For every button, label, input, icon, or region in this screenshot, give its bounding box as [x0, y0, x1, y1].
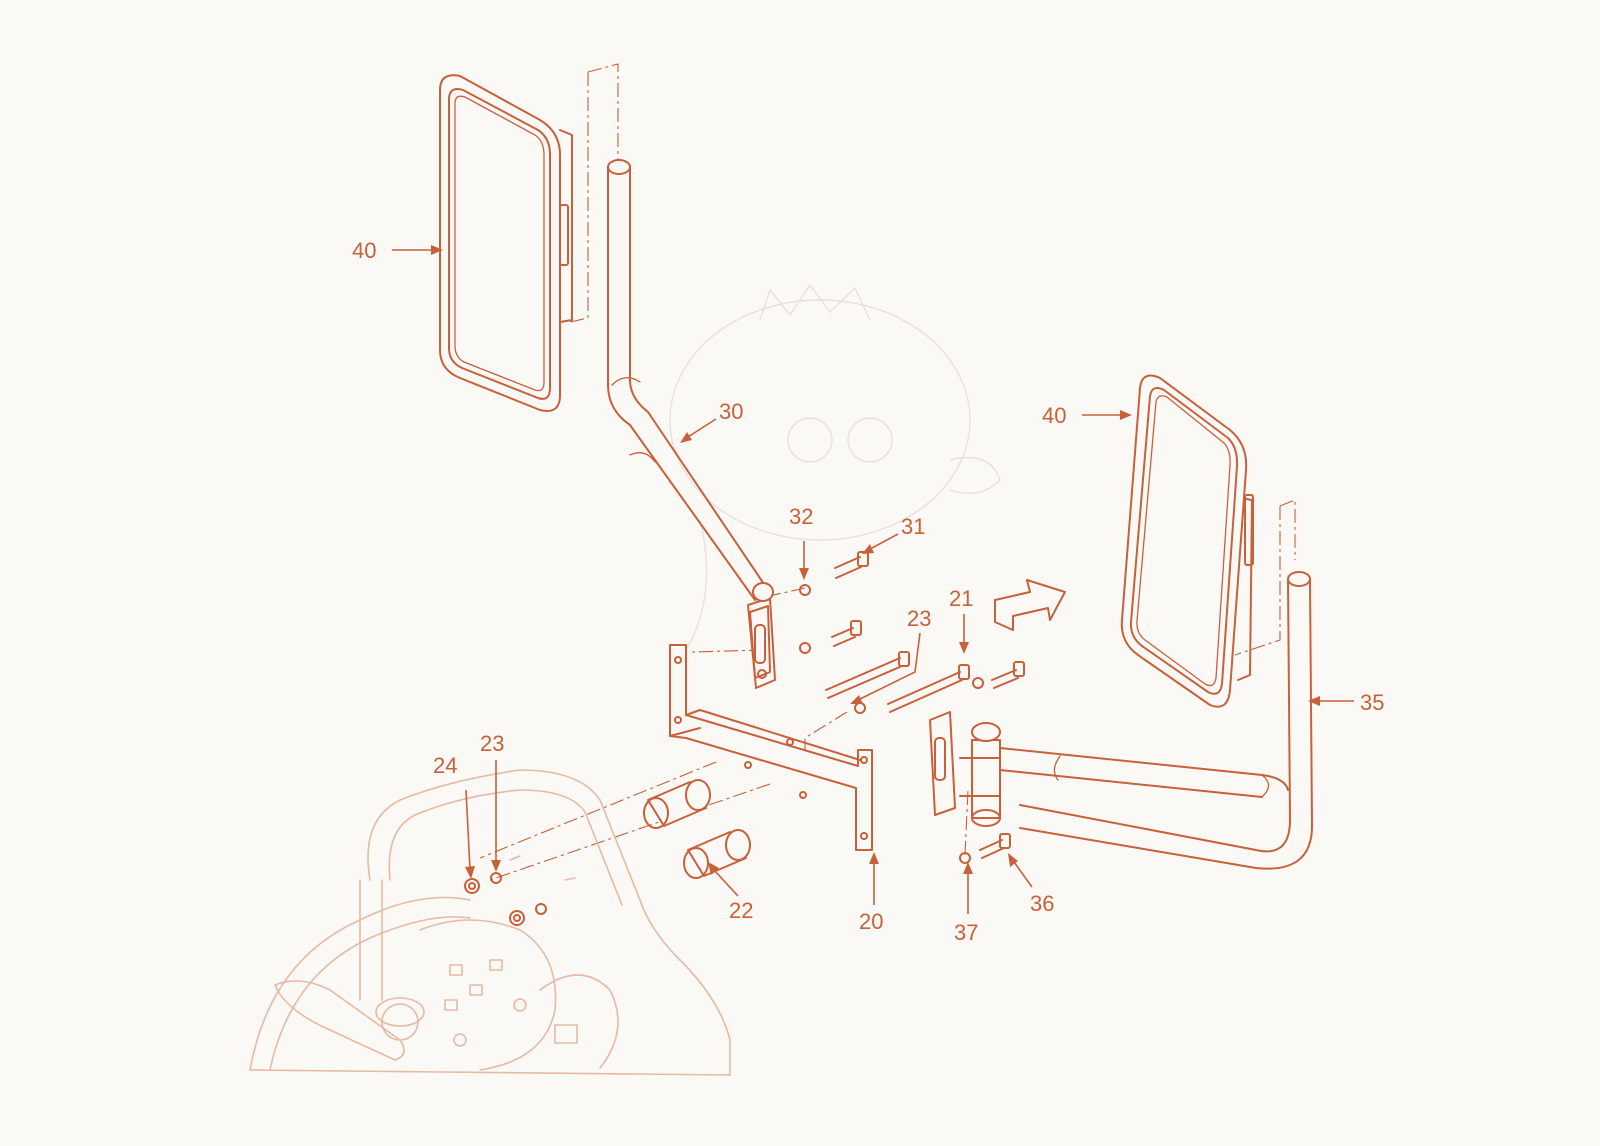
bolt-and-washer-set-left [799, 551, 869, 654]
bolt-and-washer-set-right [959, 833, 1011, 864]
spacers [643, 779, 751, 879]
callout-23-upper: 23 [907, 606, 931, 631]
callout-36: 36 [1030, 891, 1054, 916]
background-watermark [669, 283, 1001, 661]
leader-lines [392, 245, 1354, 914]
nuts-and-washers [464, 872, 547, 926]
callout-24: 24 [433, 753, 457, 778]
callout-32: 32 [789, 504, 813, 529]
right-hinge [929, 711, 1001, 827]
mount-plate [669, 644, 873, 851]
long-bolts [825, 651, 1025, 714]
callout-22: 22 [729, 898, 753, 923]
callout-20: 20 [859, 909, 883, 934]
left-mirror [439, 74, 573, 412]
callout-23-lower: 23 [480, 731, 504, 756]
callout-30: 30 [719, 399, 743, 424]
left-clamp [747, 582, 776, 689]
forward-arrow-icon [994, 579, 1066, 631]
right-mirror-arm [999, 571, 1313, 870]
callout-31: 31 [901, 514, 925, 539]
callout-37: 37 [954, 920, 978, 945]
callout-40-left: 40 [352, 238, 376, 263]
assembly-centerlines [479, 63, 1296, 881]
steering-console [249, 769, 731, 1076]
callout-40-right: 40 [1042, 403, 1066, 428]
callout-35: 35 [1360, 690, 1384, 715]
left-mirror-arm [607, 159, 769, 601]
callout-labels: 40 30 32 31 40 21 23 35 24 23 22 20 37 3… [352, 238, 1384, 945]
callout-21: 21 [949, 586, 973, 611]
right-mirror [1120, 374, 1254, 708]
